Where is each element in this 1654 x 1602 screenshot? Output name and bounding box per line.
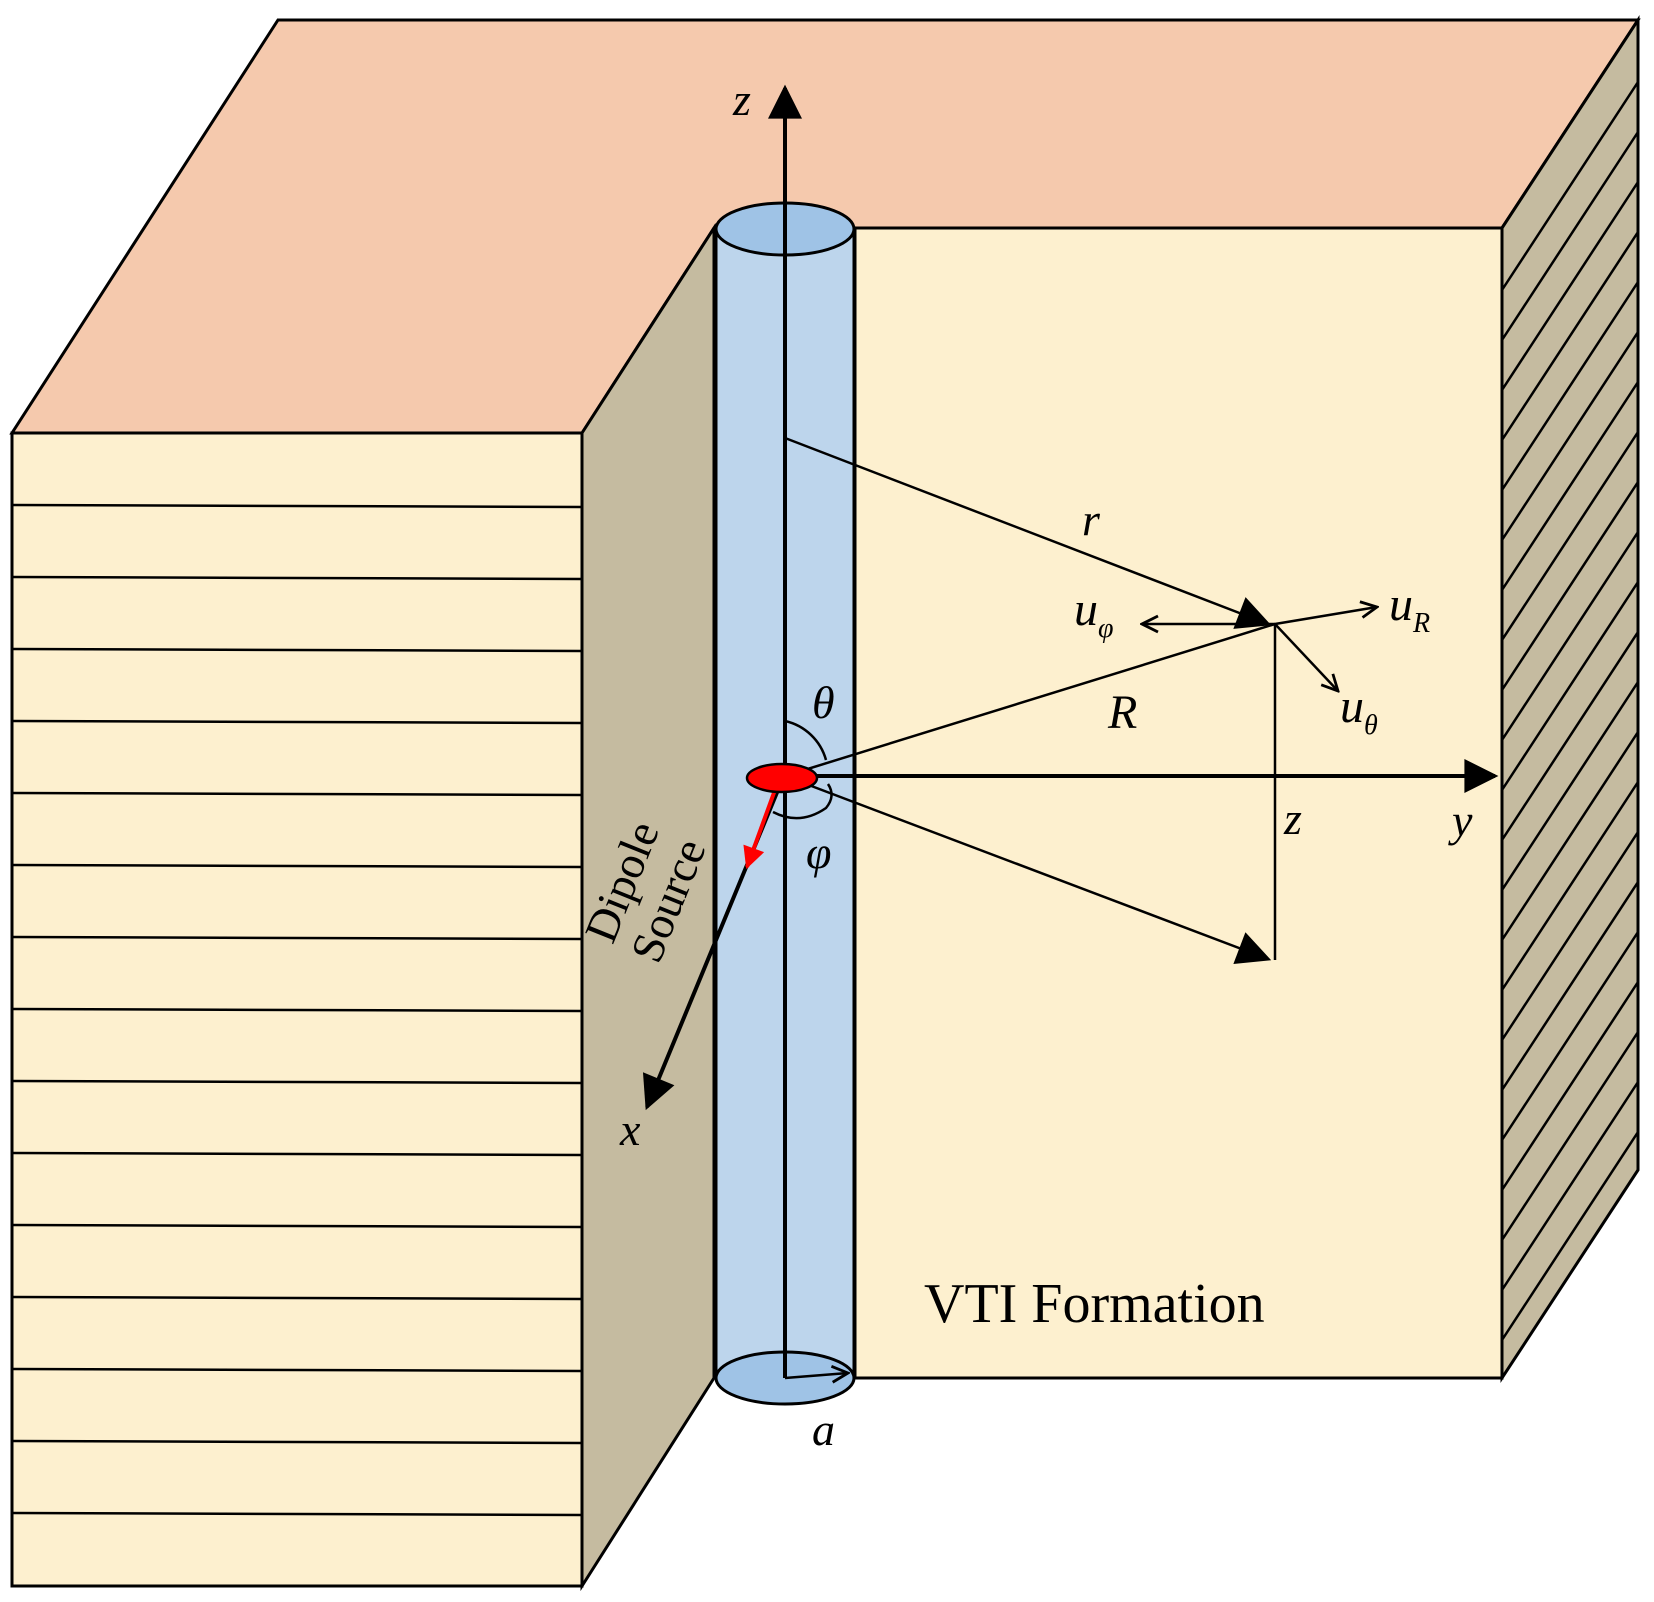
horizontal-layering (11, 503, 583, 1517)
layer-line (11, 1439, 583, 1445)
R-label: R (1107, 686, 1137, 739)
formation-inner-side-face (580, 222, 716, 1592)
layer-line (1500, 81, 1640, 291)
layer-line (1500, 1081, 1640, 1291)
r-line (784, 436, 1272, 629)
layer-line (11, 575, 583, 581)
layer-line (11, 1511, 583, 1517)
layer-line (1500, 681, 1640, 891)
u-phi-label: uφ (1074, 583, 1114, 644)
layer-line (11, 1223, 583, 1229)
formation-label: VTI Formation (924, 1273, 1265, 1335)
radius-label: a (812, 1404, 835, 1455)
z-axis-label: z (732, 74, 751, 125)
slanted-layering (1500, 81, 1640, 1341)
z-height-label: z (1283, 793, 1302, 844)
u-R-arrow (1274, 607, 1377, 626)
u-R-label: uR (1389, 578, 1430, 639)
r-label: r (1082, 494, 1101, 545)
layer-line (1500, 731, 1640, 941)
layer-line (1500, 981, 1640, 1191)
layer-line (1500, 281, 1640, 491)
layer-line (11, 1007, 583, 1013)
layer-line (11, 647, 583, 653)
layer-line (11, 1151, 583, 1157)
layer-line (1500, 881, 1640, 1091)
formation-right-front-face (853, 226, 1504, 1380)
layer-line (11, 863, 583, 869)
layer-line (1500, 181, 1640, 391)
u-theta-arrow (1274, 623, 1338, 691)
radius-arrow (784, 1373, 848, 1378)
dipole-source-ellipse-icon (745, 762, 819, 794)
layer-line (1500, 231, 1640, 441)
layer-line (11, 1079, 583, 1085)
R-line (784, 622, 1276, 778)
layer-line (11, 1295, 583, 1301)
layer-line (1500, 381, 1640, 591)
layer-line (1500, 481, 1640, 691)
layer-line (1500, 831, 1640, 1041)
dipole-direction-arrow (743, 789, 777, 870)
layer-line (11, 1367, 583, 1373)
u-theta-label: uθ (1340, 680, 1378, 741)
layer-line (11, 719, 583, 725)
layer-line (1500, 931, 1640, 1141)
layer-line (1500, 531, 1640, 741)
layer-line (1500, 431, 1640, 641)
layer-line (1500, 331, 1640, 541)
layer-line (11, 503, 583, 509)
layer-line (1500, 131, 1640, 341)
layer-line (1500, 781, 1640, 991)
phi-arc (772, 783, 833, 820)
layer-line (11, 935, 583, 941)
phi-label: φ (806, 827, 831, 878)
theta-label: θ (812, 677, 835, 728)
formation-right-side-face (1500, 14, 1640, 1384)
projection-line (784, 774, 1272, 965)
y-axis-label: y (1448, 795, 1473, 846)
x-axis-label: x (619, 1104, 641, 1155)
layer-line (1500, 1131, 1640, 1341)
layer-line (1500, 581, 1640, 791)
theta-arc (784, 719, 828, 761)
layer-line (11, 791, 583, 797)
layer-line (1500, 1031, 1640, 1241)
layer-line (1500, 631, 1640, 841)
